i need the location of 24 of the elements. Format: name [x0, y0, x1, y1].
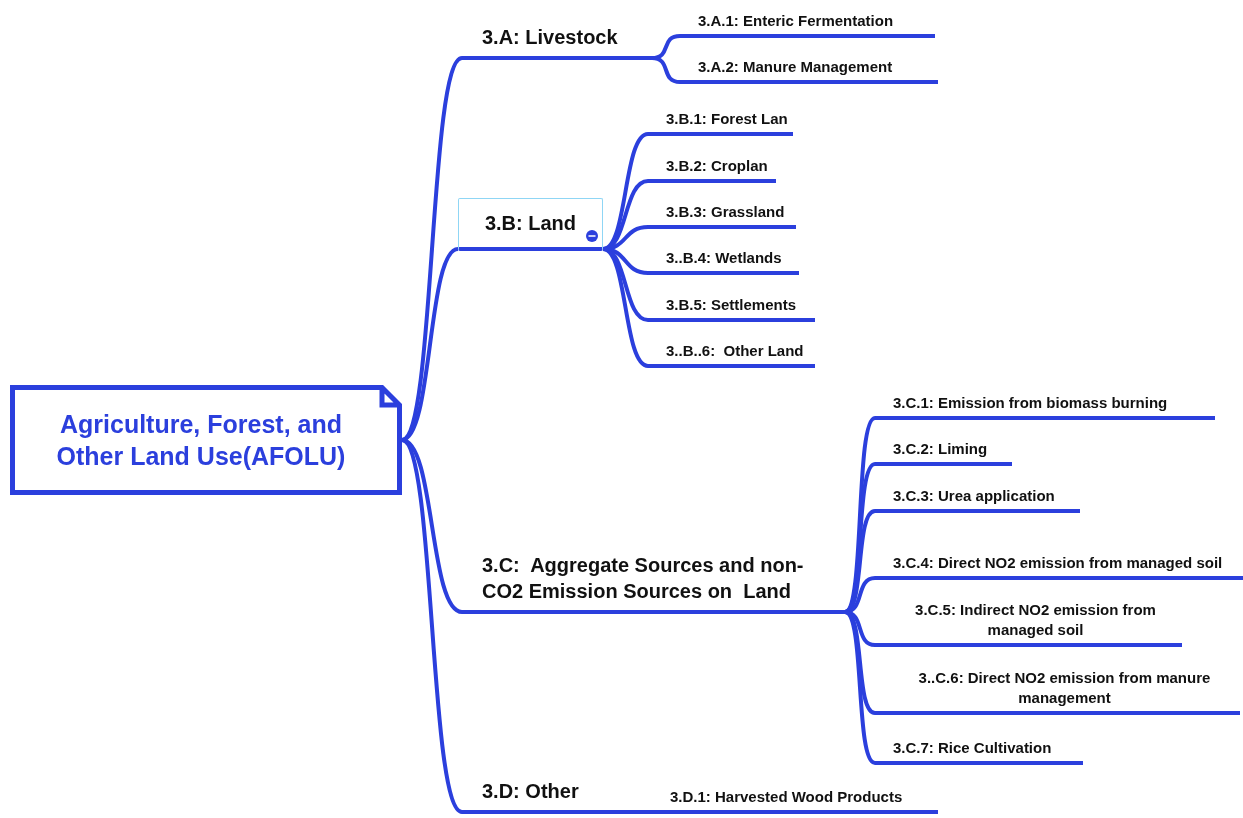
- selected-topic-box: 3.B: Land: [458, 198, 603, 251]
- subtopic: 3.A.1: Enteric Fermentation: [680, 6, 935, 38]
- subtopic: 3.C.7: Rice Cultivation: [875, 726, 1083, 765]
- subtopic: 3.C.3: Urea application: [875, 480, 1080, 513]
- subtopic: 3.C.1: Emission from biomass burning: [875, 388, 1215, 420]
- subtopic: 3.C.4: Direct NO2 emission from managed soil: [875, 524, 1243, 580]
- main-topic: 3.A: Livestock: [462, 20, 652, 60]
- subtopic: 3.C.5: Indirect NO2 emission from managed soil: [875, 590, 1182, 647]
- subtopic: 3..C.6: Direct NO2 emission from manure management: [875, 657, 1240, 715]
- main-topic: 3.D: Other: [462, 782, 647, 814]
- subtopic: 3..B.4: Wetlands: [648, 243, 799, 275]
- subtopic: 3.B.5: Settlements: [648, 289, 815, 322]
- branch-line: [401, 247, 459, 442]
- subtopic: 3.B.3: Grassland: [648, 197, 796, 229]
- subtopic: 3..B..6: Other Land: [648, 336, 815, 368]
- central-topic-box: Agriculture, Forest, and Other Land Use(AFOLU): [10, 385, 402, 495]
- subtopic: 3.A.2: Manure Management: [680, 52, 938, 84]
- main-topic: 3.C: Aggregate Sources and non-CO2 Emission Sources on Land: [462, 541, 845, 614]
- branch-line: [646, 810, 653, 814]
- subtopic: 3.B.1: Forest Lan: [648, 104, 793, 136]
- subtopic: 3.D.1: Harvested Wood Products: [652, 790, 938, 814]
- subtopic: 3.C.2: Liming: [875, 434, 1012, 466]
- subtopic: 3.B.2: Croplan: [648, 150, 776, 183]
- branch-line: [401, 438, 463, 614]
